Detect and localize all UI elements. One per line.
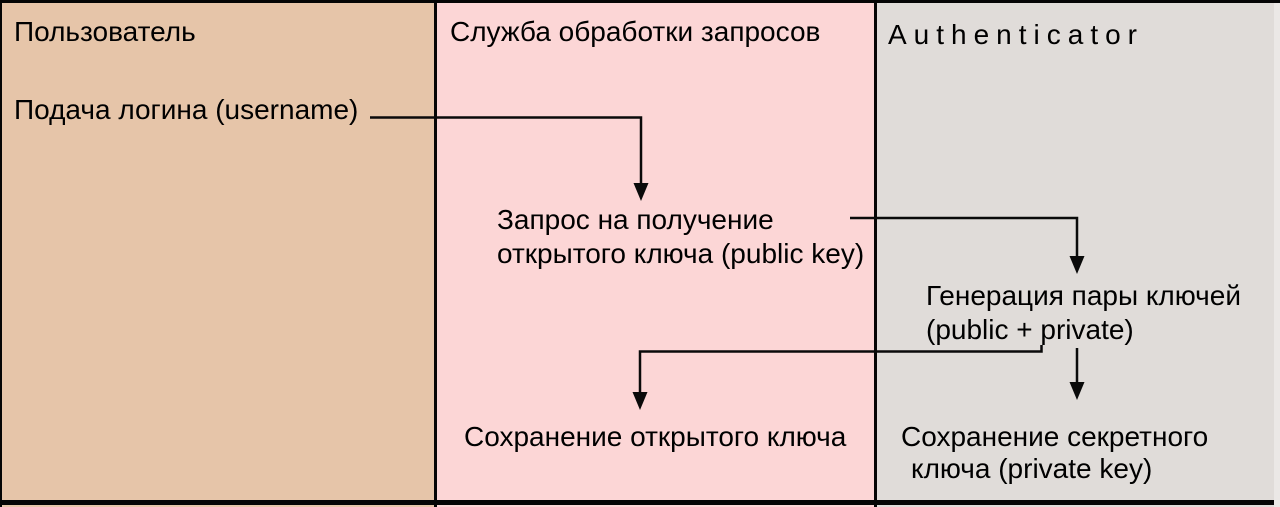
step-save-public-key-label: Сохранение открытого ключа (464, 421, 847, 452)
diagram-top-border (0, 0, 1280, 3)
step-login: Подача логина (username) (14, 93, 358, 127)
service-column-background (437, 0, 877, 507)
step-generate-key-pair-line2: (public + private) (926, 314, 1134, 345)
column-title-authenticator: Authenticator (888, 19, 1144, 50)
user-column-background (0, 0, 437, 507)
diagram-bottom-border (0, 500, 1274, 505)
step-save-private-key: Сохранение секретного ключа (private key… (901, 421, 1208, 485)
diagram-left-border (0, 0, 2, 507)
step-request-public-key-line1: Запрос на получение (497, 204, 774, 235)
step-generate-key-pair-line1: Генерация пары ключей (926, 280, 1241, 311)
step-request-public-key-line2: открытого ключа (public key) (497, 238, 865, 269)
step-generate-key-pair: Генерация пары ключей (public + private) (926, 279, 1241, 347)
step-save-public-key: Сохранение открытого ключа (464, 420, 846, 454)
step-request-public-key: Запрос на получение открытого ключа (pub… (497, 203, 864, 271)
column-title-user: Пользователь (14, 16, 196, 47)
step-save-private-key-line2: ключа (private key) (911, 453, 1153, 484)
column-title-service: Служба обработки запросов (450, 16, 821, 47)
step-save-private-key-line1: Сохранение секретного (901, 421, 1209, 452)
right-edge-strip (1274, 0, 1280, 507)
column-divider-service-authenticator (874, 0, 877, 507)
column-divider-user-service (434, 0, 437, 507)
step-login-label: Подача логина (username) (14, 94, 359, 125)
